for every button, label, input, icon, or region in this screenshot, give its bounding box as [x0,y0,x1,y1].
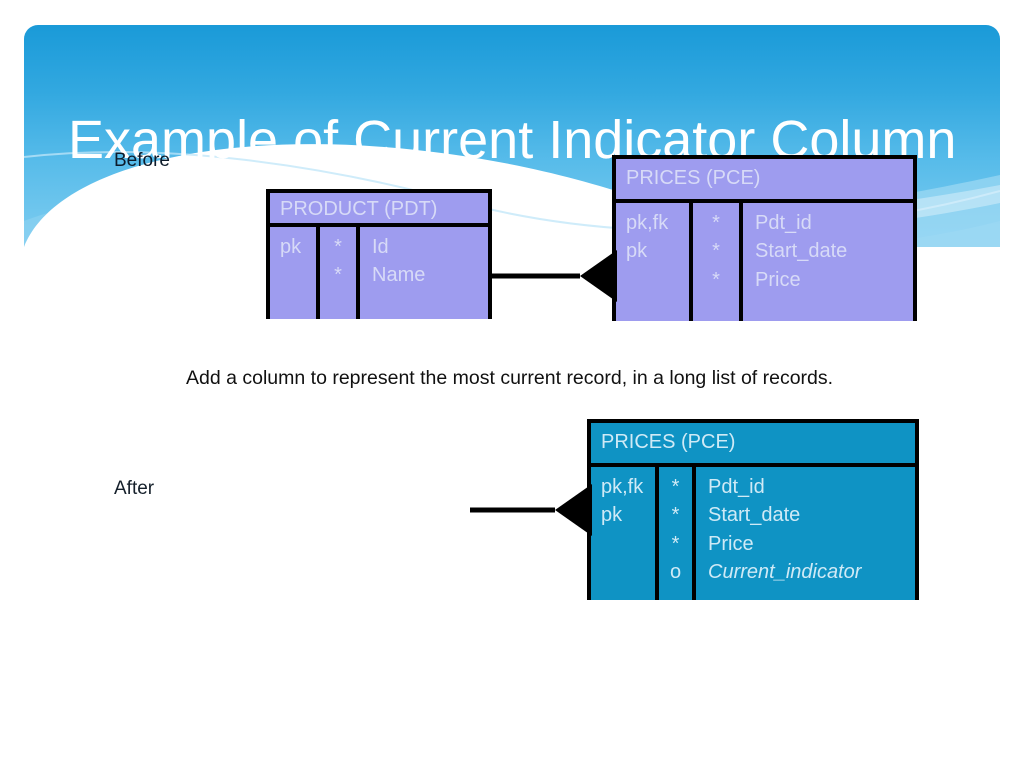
entity-prices-before-attribute-column: Pdt_id Start_date Price [743,203,913,321]
entity-prices-after-body: pk,fk pk * * * o Pdt_id Start_date Price… [591,467,915,600]
entity-prices-after-attribute-column: Pdt_id Start_date Price Current_indicato… [696,467,915,600]
entity-prices-before-optionality-column: * * * [693,203,743,321]
entity-prices-before-key-column: pk,fk pk [616,203,693,321]
entity-product-optionality-1: * [334,264,342,287]
entity-product-attribute-0: Id [372,236,389,258]
entity-prices-after-optionality-1: * [671,504,680,527]
entity-prices-after-key-column: pk,fk pk [591,467,659,600]
explanatory-note: Add a column to represent the most curre… [186,367,834,389]
entity-product-title: PRODUCT (PDT) [270,193,488,227]
entity-product-optionality-column: * * [320,227,360,319]
entity-prices-before-attribute-2: Price [755,268,801,291]
entity-prices-before-key-0: pk,fk [626,212,669,234]
entity-prices-after-optionality-2: * [671,532,680,555]
entity-prices-before-body: pk,fk pk * * * Pdt_id Start_date Price [616,203,913,321]
entity-prices-after-attribute-1: Start_date [708,504,801,527]
entity-prices-before-attribute-0: Pdt_id [755,212,812,234]
entity-product-key-column: pk [270,227,320,319]
entity-prices-after-optionality-0: * [671,476,680,498]
relationship-connector-after [470,484,592,536]
entity-product: PRODUCT (PDT) pk * * Id Name [266,189,492,319]
entity-prices-before-title: PRICES (PCE) [616,159,913,203]
entity-product-attribute-column: Id Name [360,227,488,319]
label-before: Before [114,150,170,171]
entity-product-attribute-1: Name [372,264,426,287]
entity-product-optionality-0: * [334,236,342,258]
entity-prices-before-key-1: pk [626,240,648,263]
entity-prices-after-title: PRICES (PCE) [591,423,915,467]
entity-prices-before-optionality-2: * [712,268,720,291]
entity-prices-before-optionality-0: * [712,212,720,234]
entity-product-body: pk * * Id Name [270,227,488,319]
entity-product-key-0: pk [280,236,302,258]
entity-prices-after-optionality-column: * * * o [659,467,696,600]
entity-prices-after-key-0: pk,fk [601,476,644,498]
entity-prices-after-attribute-3: Current_indicator [708,561,862,584]
entity-prices-after-key-1: pk [601,504,623,527]
entity-prices-after-attribute-2: Price [708,532,754,555]
entity-prices-after-optionality-3: o [669,561,682,584]
entity-prices-before: PRICES (PCE) pk,fk pk * * * Pdt_id Start… [612,155,917,321]
label-after: After [114,478,155,499]
entity-prices-before-attribute-1: Start_date [755,240,848,263]
entity-prices-after-attribute-0: Pdt_id [708,476,765,498]
entity-prices-before-optionality-1: * [712,240,720,263]
relationship-connector-before [488,250,617,302]
entity-prices-after: PRICES (PCE) pk,fk pk * * * o Pdt_id Sta… [587,419,919,600]
